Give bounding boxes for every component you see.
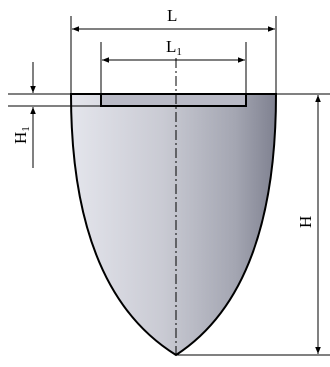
dimension-H1: [8, 62, 101, 168]
paraboloid-body: [69, 93, 278, 357]
dimension-H: [176, 93, 330, 356]
dimension-L1: [100, 42, 247, 94]
dimension-H1-label: H1: [11, 126, 32, 144]
dimension-L-label: L: [167, 6, 177, 25]
dimension-H-label: H: [296, 216, 315, 228]
dimension-L: [70, 16, 277, 94]
top-slot: [100, 93, 247, 107]
dimension-L1-label: L1: [166, 37, 182, 58]
